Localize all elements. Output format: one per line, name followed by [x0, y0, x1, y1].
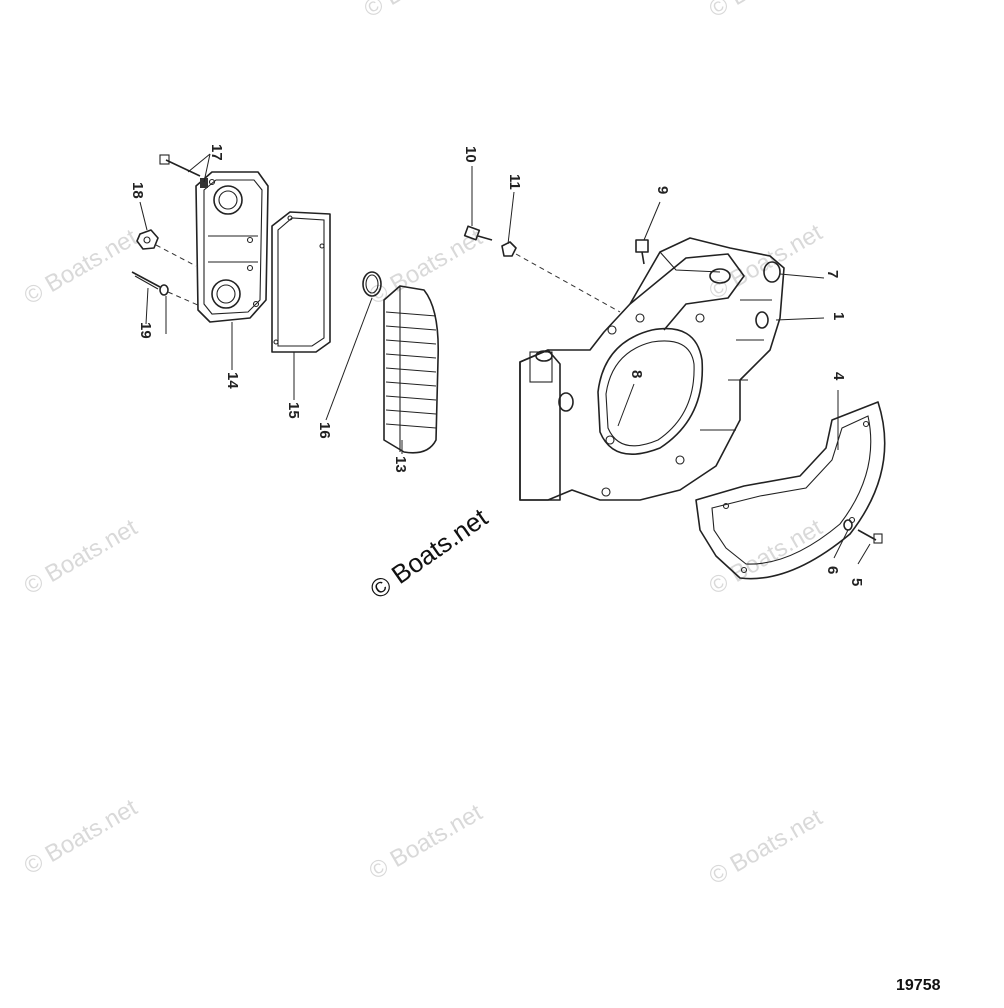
- oil-cooler-part-12: [383, 285, 440, 454]
- callout-label: 17: [208, 144, 225, 161]
- stud-part-18: [131, 271, 161, 290]
- screw-part-17: [159, 154, 201, 177]
- washer-part-11: [501, 241, 621, 313]
- bolt-part-9: [635, 239, 649, 265]
- callout-label: 15: [285, 402, 302, 419]
- callout-label: 8: [628, 370, 645, 378]
- bolt-part-10: [463, 225, 493, 241]
- callout-label: 4: [830, 372, 847, 381]
- watermark: © Boats.net: [20, 794, 143, 880]
- callout-label: 10: [462, 146, 479, 163]
- callout-labels: 17 18 19 14 15 16 13 10 11 9 7 1 8 4 6 5: [129, 144, 865, 586]
- callout-label: 19: [137, 322, 154, 339]
- callout-label: 14: [224, 372, 241, 389]
- cover-plate-part-13: [195, 171, 269, 323]
- watermark: © Boats.net: [705, 804, 828, 890]
- watermark: © Boats.net: [365, 799, 488, 885]
- flywheel-housing-part-1: [519, 237, 785, 501]
- watermark-main: © Boats.net: [364, 502, 493, 605]
- watermark: © Boats.net: [705, 0, 828, 23]
- callout-label: 6: [824, 566, 841, 574]
- washer-part-19: [159, 284, 201, 307]
- watermark: © Boats.net: [20, 514, 143, 600]
- gasket-part-14: [271, 211, 331, 353]
- watermark: © Boats.net: [705, 514, 828, 600]
- washer-part-6: [843, 519, 853, 531]
- callout-label: 18: [129, 182, 146, 199]
- callout-label: 16: [316, 422, 333, 439]
- callout-label: 1: [830, 312, 847, 320]
- callout-label: 5: [848, 578, 865, 586]
- watermark: © Boats.net: [705, 219, 828, 305]
- o-ring-part-15: [362, 271, 382, 297]
- screw-part-5: [857, 529, 883, 544]
- watermark: © Boats.net: [360, 0, 483, 23]
- callout-label: 7: [824, 270, 841, 278]
- callout-label: 9: [654, 186, 671, 194]
- figure-number: 19758: [896, 977, 941, 994]
- inspection-plate-part-4: [695, 401, 886, 580]
- callout-label: 13: [392, 456, 409, 473]
- watermark: © Boats.net: [20, 224, 143, 310]
- nut-part-16: [136, 229, 197, 267]
- watermark-layer: © Boats.net © Boats.net © Boats.net © Bo…: [20, 0, 828, 890]
- callout-label: 11: [506, 174, 523, 190]
- leader-lines: [139, 153, 871, 565]
